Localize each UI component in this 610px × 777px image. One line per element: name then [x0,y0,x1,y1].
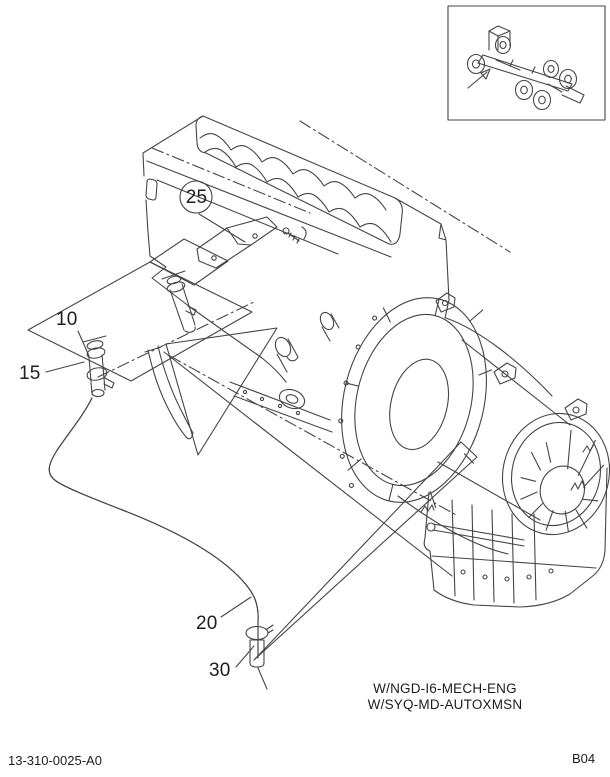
locator-arrow-icon [468,69,490,88]
valve-cover [196,116,402,244]
drain-valve-installed [162,271,196,332]
leader-lines [46,214,254,667]
truck-chassis-icon [468,26,585,110]
engine-block [143,116,449,432]
hose-clamp-item30 [246,625,273,689]
highlight-circle [180,181,212,213]
drain-hose [49,398,258,658]
callout-10: 10 [56,309,78,330]
construction-line [164,352,452,576]
applicability-caption: W/NGD-I6-MECH-ENG W/SYQ-MD-AUTOXMSN [335,681,555,713]
transmission [319,282,610,607]
page-code: B04 [572,751,596,766]
caption-line-1: W/NGD-I6-MECH-ENG [373,681,517,696]
dipstick-tube [145,346,193,439]
direction-arrows [166,328,477,660]
centerlines [98,121,510,516]
plate-outlines [28,239,252,381]
caption-line-2: W/SYQ-MD-AUTOXMSN [367,697,523,712]
callout-25: 25 [185,187,208,208]
rear-cover [490,402,610,546]
document-number: 13-310-0025-A0 [8,753,102,768]
mounting-bracket-item25 [197,217,306,268]
callout-20: 20 [196,613,218,634]
callout-15: 15 [19,363,41,384]
chassis-locator-inset [448,6,605,120]
drain-valve-exploded [83,336,114,397]
callout-30: 30 [209,660,231,681]
valve-body-oil-pan [421,444,607,607]
bell-housing [319,282,510,519]
